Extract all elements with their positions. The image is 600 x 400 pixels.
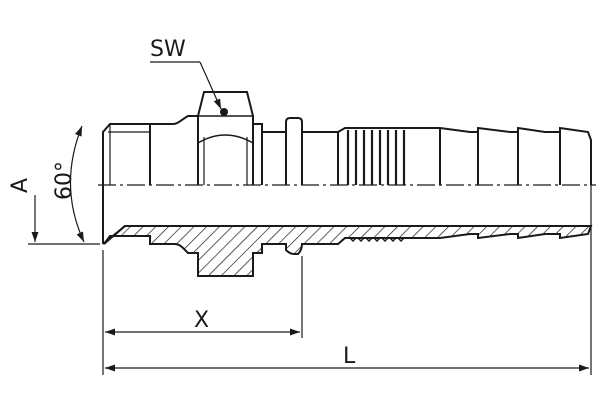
dimension-lines <box>28 61 592 375</box>
label-sw: SW <box>150 37 186 62</box>
section-hatched <box>103 225 593 277</box>
label-angle: 60° <box>52 161 77 200</box>
hose-tail-barbs <box>439 126 592 185</box>
fitting-upper-half <box>102 91 592 185</box>
nut-step-outline <box>253 123 286 133</box>
label-x: X <box>194 308 209 333</box>
ring-outline <box>285 117 303 185</box>
section-serrations <box>349 237 405 243</box>
fitting-lower-half <box>102 185 593 277</box>
angle-arc <box>69 125 85 243</box>
collar-outline <box>150 115 198 125</box>
sw-leader-dot <box>220 108 228 116</box>
hex-nut-edge <box>203 137 248 185</box>
hex-nut-outline <box>197 91 254 185</box>
label-l: L <box>343 344 356 369</box>
sleeve-outline <box>302 127 440 133</box>
sw-leader <box>199 61 222 110</box>
label-a: A <box>8 178 33 193</box>
serrations <box>346 130 406 185</box>
hex-nut-flat-lower <box>197 134 254 144</box>
